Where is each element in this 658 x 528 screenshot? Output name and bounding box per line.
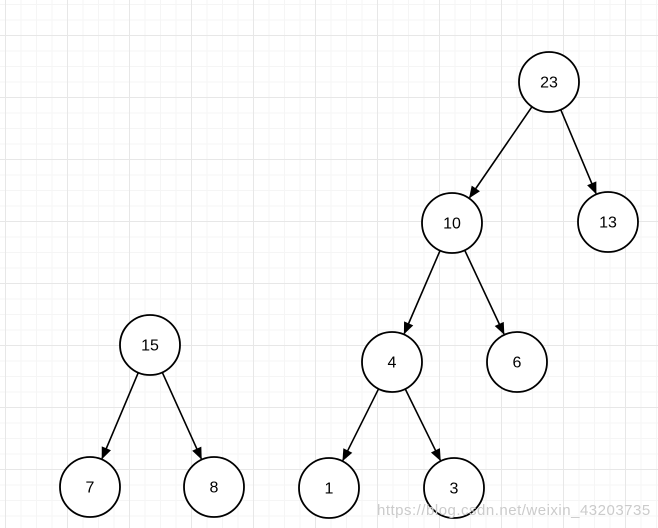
tree-node-23: 23 <box>518 51 580 113</box>
node-label-10: 10 <box>443 216 461 233</box>
edge-10-to-6 <box>463 249 505 335</box>
edge-15-to-7 <box>101 372 140 460</box>
node-label-8: 8 <box>210 480 219 497</box>
node-circle-13 <box>577 191 639 253</box>
edges-layer <box>101 106 597 462</box>
node-circle-1 <box>298 457 360 519</box>
node-label-4: 4 <box>388 355 397 372</box>
node-label-3: 3 <box>450 481 459 498</box>
edge-4-to-1 <box>342 388 380 462</box>
node-circle-10 <box>421 192 483 254</box>
node-circle-6 <box>486 331 548 393</box>
tree-node-4: 4 <box>361 331 423 393</box>
tree-node-10: 10 <box>421 192 483 254</box>
node-circle-23 <box>518 51 580 113</box>
node-label-6: 6 <box>513 355 522 372</box>
tree-node-15: 15 <box>119 314 181 376</box>
node-label-7: 7 <box>86 480 95 497</box>
node-label-1: 1 <box>325 481 334 498</box>
edge-15-to-8 <box>161 372 203 460</box>
tree-node-8: 8 <box>183 456 245 518</box>
edge-23-to-10 <box>468 106 533 199</box>
tree-node-3: 3 <box>423 457 485 519</box>
node-circle-4 <box>361 331 423 393</box>
node-circle-8 <box>183 456 245 518</box>
edge-23-to-13 <box>559 109 597 195</box>
node-label-15: 15 <box>141 338 159 355</box>
tree-node-13: 13 <box>577 191 639 253</box>
node-label-13: 13 <box>599 215 617 232</box>
node-circle-3 <box>423 457 485 519</box>
node-circle-7 <box>59 456 121 518</box>
node-label-23: 23 <box>540 75 558 92</box>
edge-10-to-4 <box>403 250 441 335</box>
tree-node-6: 6 <box>486 331 548 393</box>
tree-node-7: 7 <box>59 456 121 518</box>
node-circle-15 <box>119 314 181 376</box>
edge-4-to-3 <box>404 388 442 462</box>
tree-node-1: 1 <box>298 457 360 519</box>
